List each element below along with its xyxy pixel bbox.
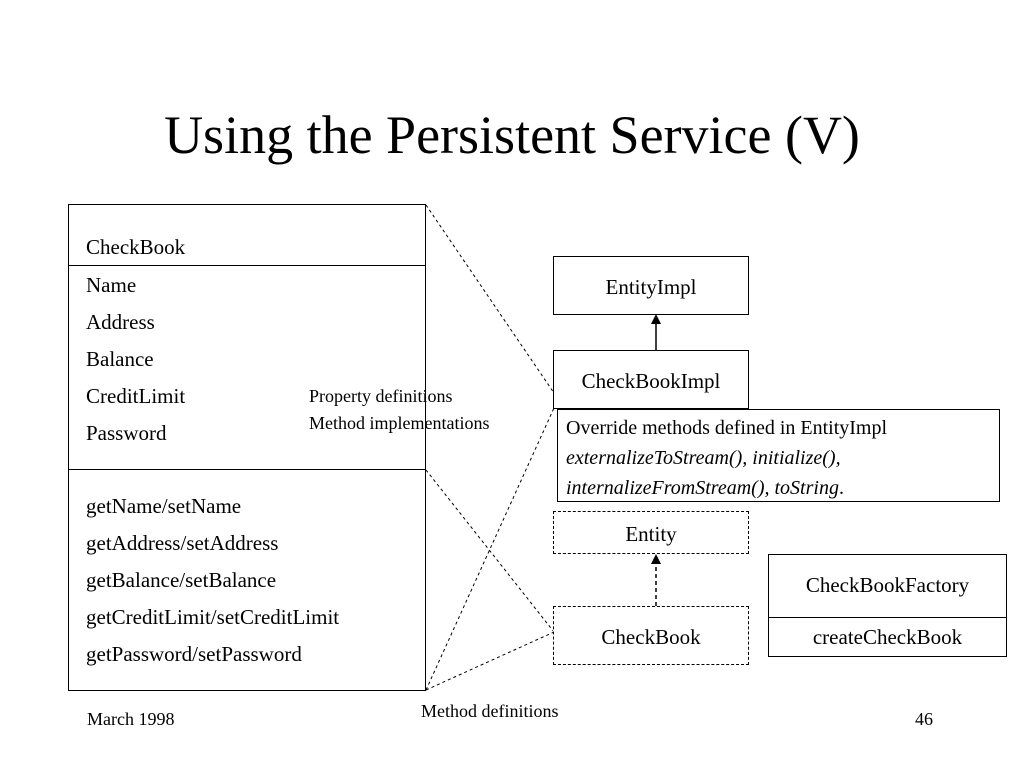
- dashed-connector: [425, 204, 555, 394]
- method-item: getBalance/setBalance: [86, 568, 277, 592]
- property-item: Name: [86, 273, 137, 297]
- method-item: getCreditLimit/setCreditLimit: [86, 605, 340, 629]
- property-item: Balance: [86, 347, 154, 371]
- property-item: CreditLimit: [86, 384, 186, 408]
- dashed-connector: [425, 469, 555, 633]
- checkbook-box: CheckBook: [553, 606, 749, 665]
- arrow-head-icon: [651, 314, 661, 324]
- checkbook-label: CheckBook: [601, 625, 701, 649]
- method-implementations-label: Method implementations: [309, 413, 490, 433]
- divider: [769, 617, 1006, 618]
- method-definitions-label: Method definitions: [421, 701, 559, 721]
- entity-box: Entity: [553, 511, 749, 554]
- method-item: getPassword/setPassword: [86, 642, 302, 666]
- factory-box: CheckBookFactory createCheckBook: [768, 554, 1007, 657]
- override-note-period: .: [838, 477, 844, 499]
- divider: [69, 265, 425, 266]
- page-title: Using the Persistent Service (V): [164, 105, 860, 165]
- dashed-connector: [425, 407, 555, 691]
- class-name: CheckBook: [86, 235, 186, 259]
- property-item: Password: [86, 421, 167, 445]
- property-item: Address: [86, 310, 155, 334]
- footer-date: March 1998: [87, 709, 175, 729]
- entity-impl-box: EntityImpl: [553, 256, 749, 315]
- entity-impl-label: EntityImpl: [605, 275, 697, 299]
- method-item: getName/setName: [86, 494, 242, 518]
- arrow-head-icon: [651, 554, 661, 564]
- override-note-methods: externalizeToStream(), initialize(),: [566, 447, 841, 469]
- dashed-connector: [425, 631, 555, 691]
- factory-name: CheckBookFactory: [805, 573, 970, 597]
- checkbook-impl-label: CheckBookImpl: [581, 369, 721, 393]
- override-note-methods: internalizeFromStream(), toString: [566, 477, 839, 499]
- override-note-methods-line3: internalizeFromStream(), toString.: [566, 476, 844, 500]
- factory-method: createCheckBook: [812, 625, 963, 649]
- divider: [69, 469, 425, 470]
- checkbook-impl-box: CheckBookImpl: [553, 350, 749, 409]
- page-number: 46: [915, 709, 933, 729]
- entity-label: Entity: [625, 522, 677, 546]
- class-box: CheckBook Name Address Balance CreditLim…: [68, 204, 426, 691]
- property-definitions-label: Property definitions: [309, 386, 453, 406]
- override-note-box: Override methods defined in EntityImpl e…: [557, 409, 1000, 502]
- override-note-line: Override methods defined in EntityImpl: [566, 417, 888, 439]
- method-item: getAddress/setAddress: [86, 531, 279, 555]
